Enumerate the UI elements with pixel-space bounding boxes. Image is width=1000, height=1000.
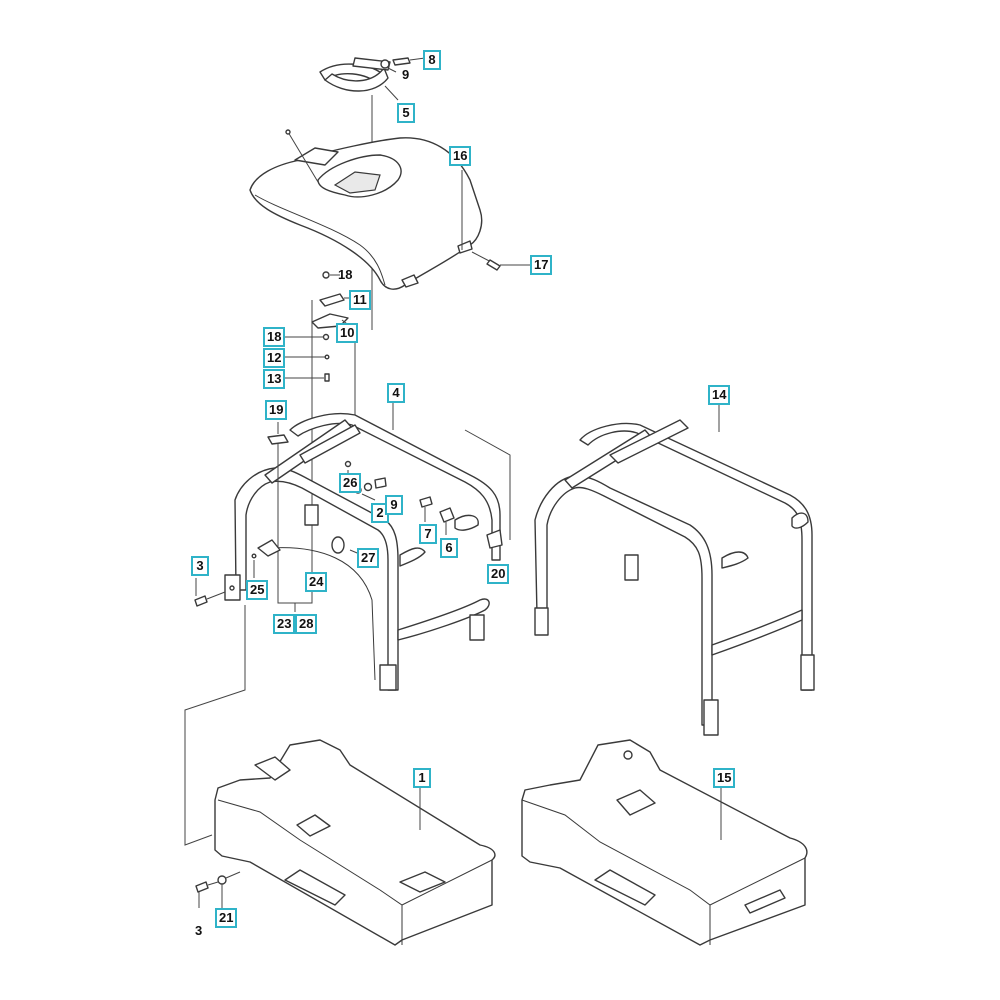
part-label-2[interactable]: 2 <box>371 503 389 523</box>
part-label-25[interactable]: 25 <box>246 580 269 600</box>
part-label-3-frame[interactable]: 3 <box>191 556 209 576</box>
alternate-base-plate-part <box>521 739 808 946</box>
part-label-18[interactable]: 18 <box>263 327 286 347</box>
part-label-4[interactable]: 4 <box>387 383 405 403</box>
part-label-10[interactable]: 10 <box>336 323 359 343</box>
part-label-9[interactable]: 9 <box>402 67 410 82</box>
part-label-8[interactable]: 8 <box>423 50 441 70</box>
latch-parts <box>285 271 356 580</box>
part-label-24[interactable]: 24 <box>305 572 328 592</box>
part-label-26[interactable]: 26 <box>339 473 362 493</box>
part-label-14[interactable]: 14 <box>708 385 731 405</box>
base-plate-part <box>195 739 496 946</box>
part-label-27[interactable]: 27 <box>357 548 380 568</box>
frame-part <box>184 402 511 846</box>
part-label-3-base[interactable]: 3 <box>195 923 203 938</box>
part-label-11[interactable]: 11 <box>349 290 371 310</box>
part-label-9-frame[interactable]: 9 <box>385 495 403 515</box>
top-cover-part <box>249 129 530 290</box>
part-label-16[interactable]: 16 <box>449 146 472 166</box>
part-label-7[interactable]: 7 <box>419 524 437 544</box>
part-label-15[interactable]: 15 <box>713 768 736 788</box>
part-label-28[interactable]: 28 <box>295 614 318 634</box>
part-label-20[interactable]: 20 <box>487 564 510 584</box>
part-label-1[interactable]: 1 <box>413 768 431 788</box>
part-label-23[interactable]: 23 <box>273 614 296 634</box>
part-label-6[interactable]: 6 <box>440 538 458 558</box>
part-label-19[interactable]: 19 <box>265 400 288 420</box>
part-label-12[interactable]: 12 <box>263 348 286 368</box>
clamp-bracket-part <box>319 57 426 330</box>
part-label-13[interactable]: 13 <box>263 369 286 389</box>
part-label-18-top[interactable]: 18 <box>338 267 353 282</box>
part-label-5[interactable]: 5 <box>397 103 415 123</box>
part-label-17[interactable]: 17 <box>530 255 553 275</box>
alternate-frame-part <box>534 402 815 736</box>
part-label-21[interactable]: 21 <box>215 908 238 928</box>
